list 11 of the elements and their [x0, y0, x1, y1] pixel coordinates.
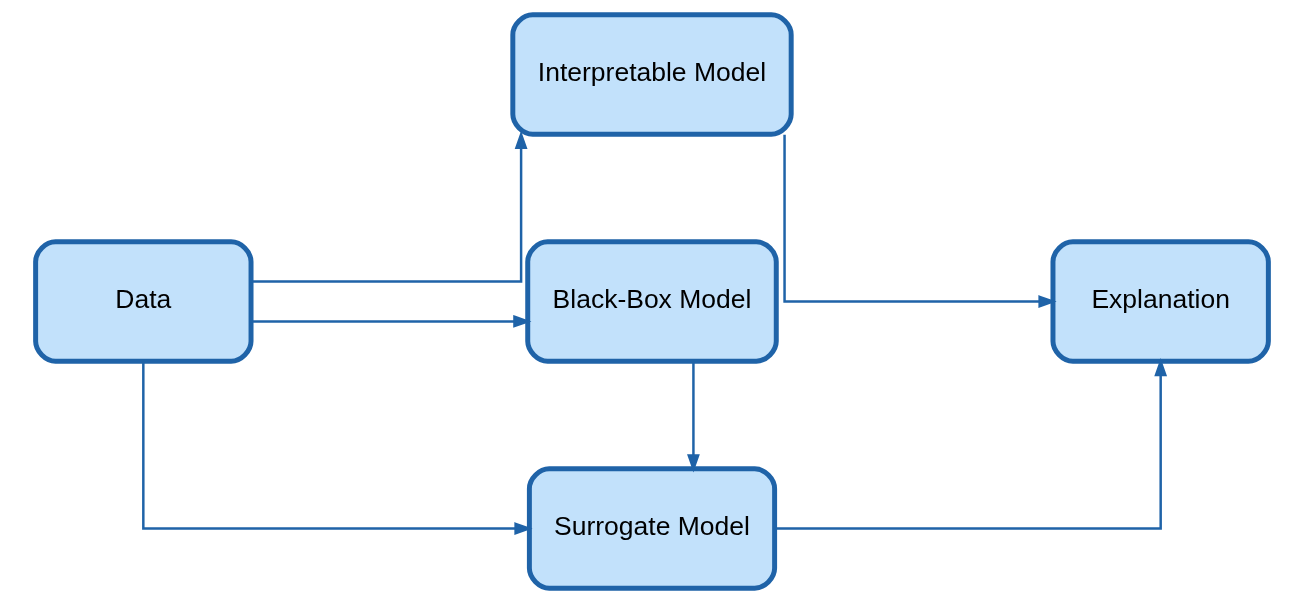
arrow [250, 315, 531, 328]
arrow [782, 134, 1057, 308]
node-box: Black-Box Model [524, 239, 779, 364]
arrow [774, 357, 1167, 530]
arrow [686, 361, 700, 473]
node-box: Interpretable Model [509, 12, 794, 137]
arrow [141, 361, 533, 535]
node-box: Data [32, 239, 253, 364]
arrow [250, 130, 527, 283]
node-box: Surrogate Model [526, 466, 777, 591]
node-box: Explanation [1050, 239, 1271, 364]
